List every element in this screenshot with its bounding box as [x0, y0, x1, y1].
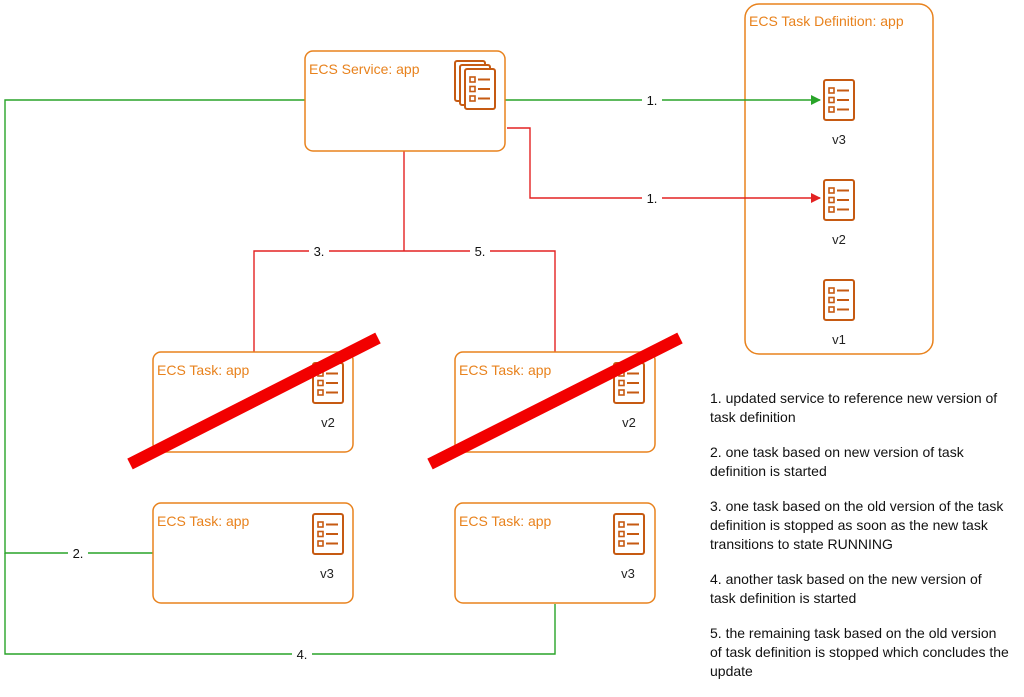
version-label: v2 [832, 232, 846, 247]
task-version: v3 [320, 566, 334, 581]
ecs-service-box: ECS Service: app [304, 50, 506, 152]
edge-service-to-task-v3-right [4, 553, 556, 655]
version-label: v3 [832, 132, 846, 147]
task-version: v2 [321, 415, 335, 430]
edge-label: 3. [314, 244, 325, 259]
task-definition-title: ECS Task Definition: app [749, 13, 904, 29]
task-version: v2 [622, 415, 636, 430]
task-definition-document-icon [823, 179, 855, 221]
task-definition-document-icon [613, 513, 645, 555]
edge-label: 4. [297, 647, 308, 662]
task-definition-document-icon [823, 79, 855, 121]
task-definition-document-icon [312, 513, 344, 555]
task-definitions-stack-icon [454, 60, 496, 110]
ecs-task-v3-right: ECS Task: app v3 [454, 502, 656, 604]
deployment-diagram: ECS Task Definition: app v3 v2 v1 1. 1. … [4, 3, 934, 662]
edge-label: 2. [73, 546, 84, 561]
ecs-task-v3-left: ECS Task: app v3 [152, 502, 354, 604]
service-title: ECS Service: app [309, 61, 420, 77]
stopped-task-cross [427, 332, 683, 470]
stopped-task-cross [127, 332, 381, 470]
note-item: 3. one task based on the old version of … [710, 498, 1004, 552]
task-definition-v2: v2 [823, 179, 855, 247]
task-definition-v1: v1 [823, 279, 855, 347]
version-label: v1 [832, 332, 846, 347]
note-item: 4. another task based on the new version… [710, 571, 982, 606]
task-definition-v3: v3 [823, 79, 855, 147]
edge-label: 5. [475, 244, 486, 259]
edge-service-to-v2 [507, 127, 821, 203]
task-title: ECS Task: app [459, 362, 552, 378]
task-definition-document-icon [823, 279, 855, 321]
edge-service-to-tasks-v2 [253, 151, 556, 352]
step-notes: 1. updated service to reference new vers… [710, 389, 1010, 697]
edge-label: 1. [647, 191, 658, 206]
note-item: 5. the remaining task based on the old v… [710, 625, 1009, 679]
task-title: ECS Task: app [459, 513, 552, 529]
edge-label: 1. [647, 93, 658, 108]
note-item: 2. one task based on new version of task… [710, 444, 964, 479]
task-title: ECS Task: app [157, 513, 250, 529]
edge-service-to-task-v3-left [4, 99, 305, 554]
task-title: ECS Task: app [157, 362, 250, 378]
task-version: v3 [621, 566, 635, 581]
note-item: 1. updated service to reference new vers… [710, 390, 998, 425]
